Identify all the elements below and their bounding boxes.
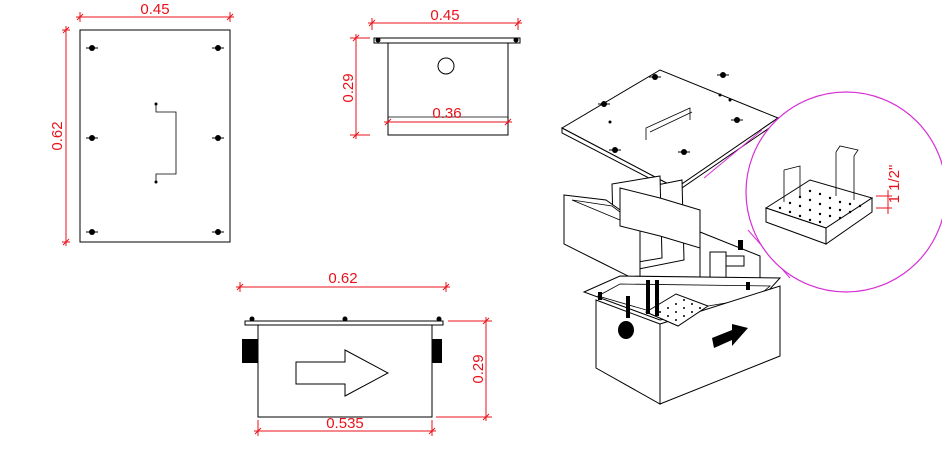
front-view: 0.62 0.535 0.29 — [236, 270, 492, 436]
iso-inlet-icon — [618, 321, 634, 339]
side-lid — [373, 37, 521, 44]
side-view: 0.45 0.29 0.36 — [340, 7, 522, 139]
iso-wing-nut-icon — [598, 72, 743, 155]
inlet-hole — [437, 57, 455, 75]
lid-outline — [79, 29, 231, 243]
top-view-height-label: 0.62 — [49, 121, 66, 150]
side-view-width-label: 0.45 — [430, 7, 459, 24]
front-view-bottom-width-label: 0.535 — [326, 415, 364, 432]
iso-flow-arrow-icon — [712, 324, 748, 348]
handle-icon — [155, 104, 177, 182]
outlet-pipe — [432, 339, 442, 363]
top-view: 0.45 0.62 — [49, 1, 234, 246]
isometric-view — [560, 69, 782, 405]
flow-arrow-icon — [295, 349, 390, 397]
top-view-width-label: 0.45 — [140, 1, 169, 18]
detail-size-label: 1 1/2" — [886, 165, 903, 204]
iso-lid — [560, 69, 780, 189]
detail-basket-perforations — [778, 189, 862, 224]
side-view-inner-width-label: 0.36 — [432, 105, 461, 122]
iso-handle-icon — [645, 107, 691, 140]
front-view-width-label: 0.62 — [328, 270, 357, 287]
side-view-height-label: 0.29 — [340, 73, 357, 102]
wing-nut-icon — [86, 45, 224, 235]
front-lid — [244, 320, 444, 326]
basket-detail: 1 1/2" — [703, 91, 942, 293]
front-view-height-label: 0.29 — [470, 354, 487, 383]
inlet-pipe — [242, 339, 258, 363]
